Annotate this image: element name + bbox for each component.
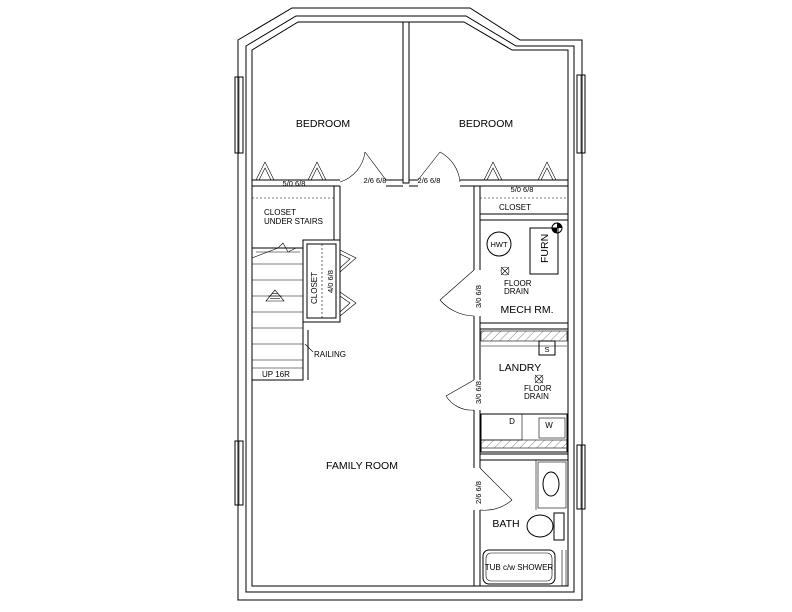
door-size-laundry: 3/0 6/8 — [474, 381, 483, 404]
furnace-icon — [529, 227, 559, 275]
bedroom-right-label: BEDROOM — [459, 118, 513, 130]
stairs-up-label: UP 16R — [262, 370, 290, 379]
exterior-walls — [237, 7, 583, 601]
stair-arrow-icon — [265, 289, 285, 302]
laundry-floor-drain-icon — [534, 374, 544, 384]
hwt-tank-icon — [486, 231, 512, 257]
laundry-floor-drain-label: FLOOR — [524, 384, 552, 393]
hwt-label: HWT — [490, 240, 507, 249]
washer-label: W — [545, 421, 553, 430]
bifold-doors — [255, 161, 557, 317]
vertical-closet-label: CLOSET — [310, 272, 319, 304]
stairs — [251, 242, 314, 381]
laundry-sink-icon — [538, 340, 556, 356]
railing-label: RAILING — [314, 350, 346, 359]
door-size-bedroom-right-door: 2/6 6/8 — [418, 176, 441, 185]
toilet-icon — [526, 514, 554, 538]
interior-walls — [252, 21, 568, 586]
bath-label: BATH — [492, 518, 519, 530]
bath-sink-icon — [542, 471, 560, 497]
closet-shelves — [252, 197, 568, 318]
washer-icon — [538, 417, 566, 439]
laundry-label: LANDRY — [499, 362, 541, 374]
toilet-tank-icon — [553, 512, 565, 541]
door-size-mech: 3/0 6/8 — [474, 285, 483, 308]
closet-under-stairs-label: CLOSET — [264, 208, 296, 217]
door-size-bedroom-right-closet: 5/0 6/8 — [511, 185, 534, 194]
laundry-counter — [480, 330, 568, 342]
laundry-floor-drain-label-2: DRAIN — [524, 392, 549, 401]
fixtures — [480, 222, 568, 586]
tub-label: TUB c/w SHOWER — [485, 563, 554, 572]
furnace-label: FURN — [539, 234, 551, 263]
door-size-bedroom-left-door: 2/6 6/8 — [364, 176, 387, 185]
dryer-icon — [480, 413, 523, 441]
windows — [234, 74, 586, 510]
floor-drain-icon — [500, 266, 510, 276]
family-room-label: FAMILY ROOM — [326, 460, 398, 472]
bedroom-left-label: BEDROOM — [296, 118, 350, 130]
closet-under-stairs-label-2: UNDER STAIRS — [264, 217, 323, 226]
mech-room-label: MECH RM. — [500, 304, 553, 316]
laundry-sink-label: S — [544, 345, 549, 354]
door-size-bath: 2/6 6/8 — [474, 481, 483, 504]
swing-doors — [339, 151, 513, 511]
door-size-vertical-closet: 4/0 6/8 — [326, 270, 335, 293]
floor-drain-label: FLOOR — [504, 279, 532, 288]
dryer-label: D — [509, 417, 515, 426]
right-closet-label: CLOSET — [499, 203, 531, 212]
door-size-bedroom-left-closet: 5/0 6/8 — [283, 179, 306, 188]
bathtub-icon — [482, 549, 556, 585]
floor-drain-label-2: DRAIN — [504, 287, 529, 296]
